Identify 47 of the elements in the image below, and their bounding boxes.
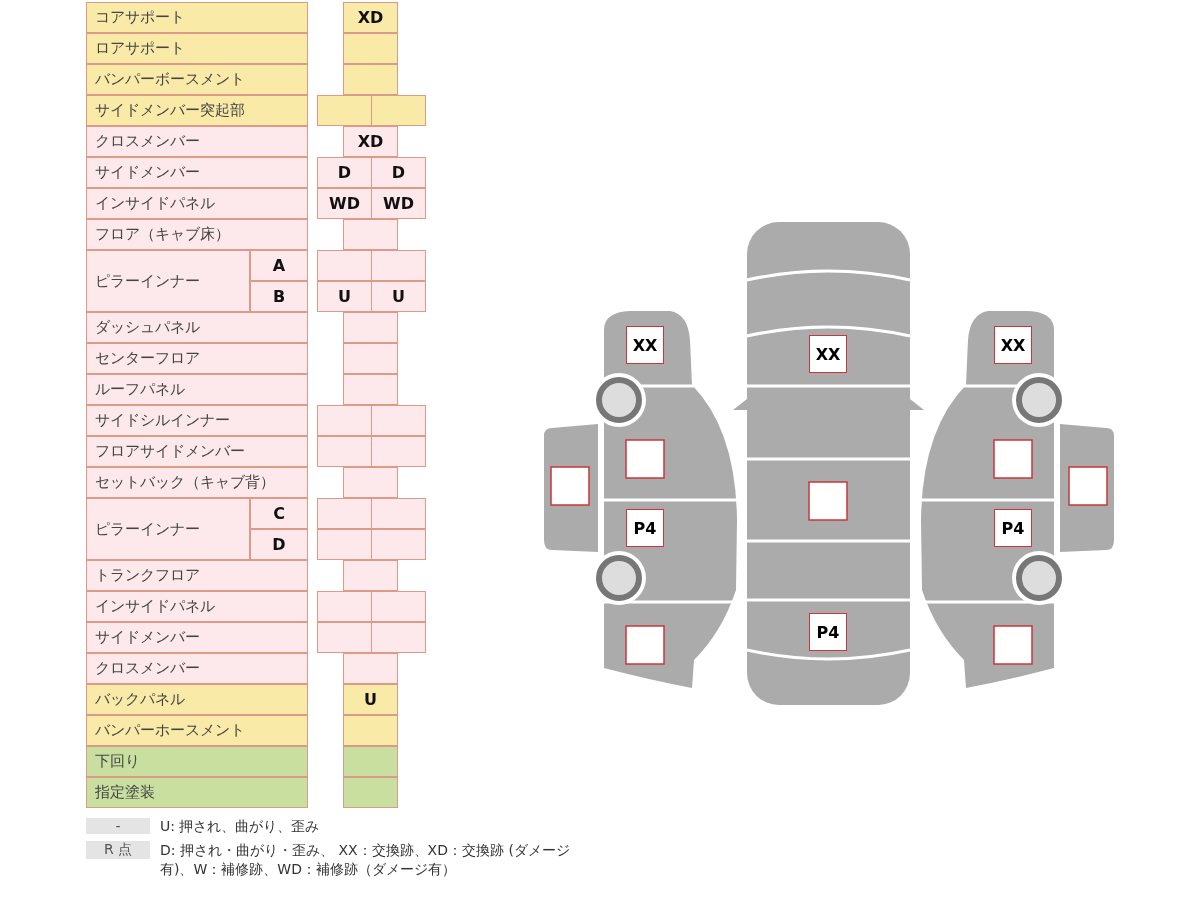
damage-code: WD	[317, 188, 372, 219]
part-name: 指定塗装	[86, 777, 308, 808]
sub-position: B	[250, 281, 308, 312]
part-name: サイドメンバー突起部	[86, 95, 308, 126]
damage-code: U	[317, 281, 372, 312]
part-name: インサイドパネル	[86, 591, 308, 622]
sub-position: D	[250, 529, 308, 560]
legend-text: U: 押され、曲がり、歪み	[160, 818, 321, 836]
damage-code: U	[343, 684, 398, 715]
part-name: セットバック（キャブ背）	[86, 467, 308, 498]
damage-code: P4	[994, 509, 1032, 547]
damage-code: XX	[809, 335, 847, 373]
damage-code: XD	[343, 2, 398, 33]
part-name: 下回り	[86, 746, 308, 777]
sub-position: C	[250, 498, 308, 529]
damage-code: XX	[626, 326, 664, 364]
damage-code: U	[371, 281, 426, 312]
part-name: ピラーインナー	[86, 250, 250, 312]
damage-code: XD	[343, 126, 398, 157]
part-name: サイドシルインナー	[86, 405, 308, 436]
part-name: トランクフロア	[86, 560, 308, 591]
damage-code: D	[317, 157, 372, 188]
part-name: バックパネル	[86, 684, 308, 715]
part-name: バンパーホースメント	[86, 715, 308, 746]
legend-key: R 点	[86, 841, 150, 859]
damage-code: P4	[809, 613, 847, 651]
part-name: センターフロア	[86, 343, 308, 374]
part-name: ロアサポート	[86, 33, 308, 64]
part-name: サイドメンバー	[86, 622, 308, 653]
part-name: インサイドパネル	[86, 188, 308, 219]
legend-text: D: 押され・曲がり・歪み、 XX：交換跡、XD：交換跡 (ダメージ有)、W：補修跡、WD：補修跡（ダメージ有）	[160, 841, 571, 879]
sub-position: A	[250, 250, 308, 281]
part-name: フロアサイドメンバー	[86, 436, 308, 467]
damage-code: WD	[371, 188, 426, 219]
legend-key: -	[86, 818, 150, 834]
damage-code: D	[371, 157, 426, 188]
damage-code: XX	[994, 326, 1032, 364]
part-name: ピラーインナー	[86, 498, 250, 560]
part-name: クロスメンバー	[86, 126, 308, 157]
part-name: サイドメンバー	[86, 157, 308, 188]
part-name: ルーフパネル	[86, 374, 308, 405]
part-name: クロスメンバー	[86, 653, 308, 684]
part-name: ダッシュパネル	[86, 312, 308, 343]
part-name: フロア（キャブ床）	[86, 219, 308, 250]
part-name: バンパーボースメント	[86, 64, 308, 95]
damage-code: P4	[626, 509, 664, 547]
part-name: コアサポート	[86, 2, 308, 33]
